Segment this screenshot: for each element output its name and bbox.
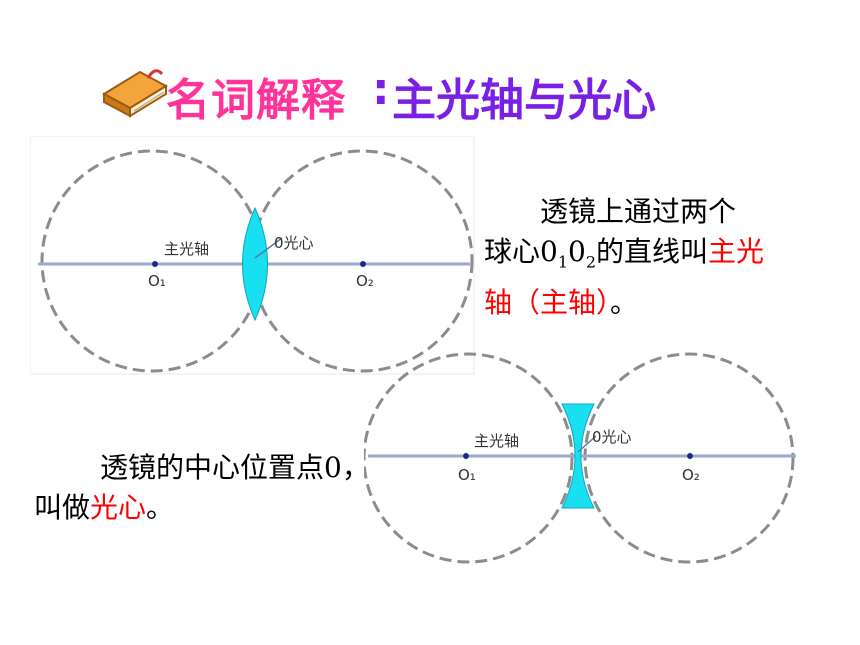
- title-bar: 名词解释 : 主光轴与光心: [100, 60, 740, 130]
- focus-point-2: [360, 261, 366, 267]
- focus-point-1: [463, 453, 469, 459]
- term-optical-center: 光心: [90, 491, 147, 524]
- focus2-label: O₂: [356, 272, 374, 290]
- para1-line3: 轴（主轴）。: [484, 285, 639, 319]
- focus-point-1: [152, 261, 158, 267]
- sphere-circle-left: [364, 352, 574, 564]
- para2-line2: 叫做光心。: [34, 491, 175, 524]
- para1-line2: 球心0102的直线叫主光: [484, 235, 765, 272]
- center-label: 0光心: [274, 234, 314, 252]
- sphere-circle-left: [40, 149, 264, 373]
- optical-center-definition: 透镜的中心位置点0， 叫做光心。: [34, 448, 474, 528]
- principal-axis-definition: 透镜上通过两个 球心0102的直线叫主光 轴（主轴）。: [484, 192, 814, 323]
- term-principal-axis: 主光: [708, 235, 765, 268]
- term-main-axis: 轴（主轴）: [484, 285, 611, 319]
- sphere-circle-right: [250, 149, 474, 373]
- convex-lens: [242, 206, 268, 322]
- para1-line1: 透镜上通过两个: [540, 195, 737, 228]
- concave-lens-diagram: 主光轴 0光心 O₁ O₂: [364, 352, 796, 564]
- axis-label: 主光轴: [164, 240, 209, 258]
- title-colon: :: [372, 64, 390, 115]
- center-label: 0光心: [592, 428, 632, 446]
- title-topic: 主光轴与光心: [392, 75, 656, 126]
- para2-line1: 透镜的中心位置点0，: [100, 451, 370, 484]
- focus2-label: O₂: [682, 466, 700, 484]
- book-icon: [101, 69, 169, 118]
- axis-label: 主光轴: [474, 432, 519, 450]
- focus-point-2: [687, 453, 693, 459]
- title-term: 名词解释: [166, 75, 346, 126]
- sphere-circle-right: [583, 352, 795, 564]
- concave-lens: [561, 403, 595, 509]
- convex-lens-diagram: 主光轴 0光心 O₁ O₂: [30, 136, 475, 375]
- focus1-label: O₁: [458, 466, 476, 484]
- focus1-label: O₁: [148, 272, 166, 290]
